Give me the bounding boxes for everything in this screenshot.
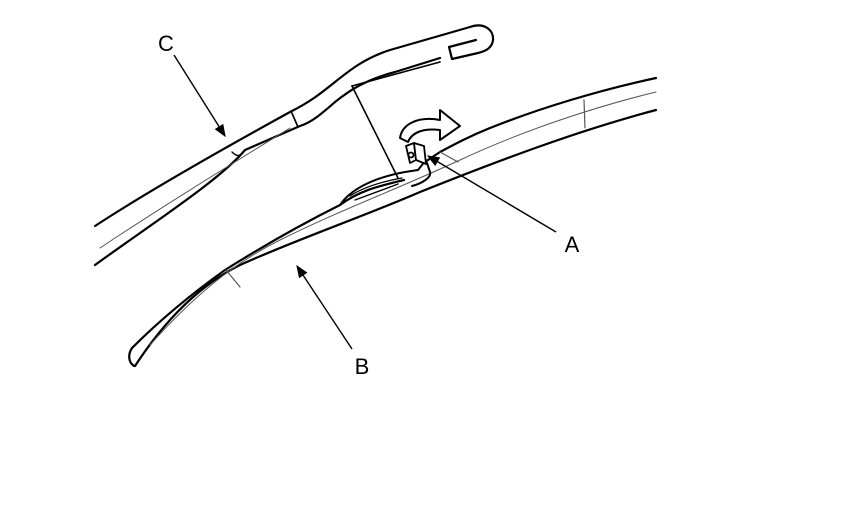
leader-line-c [173,54,226,138]
callout-label-a: A [565,232,580,257]
callout-label-c: C [158,31,174,56]
leader-line-b [296,264,353,350]
wiper-blade-seam-2 [583,99,586,129]
wiper-arm-lower-edge [93,56,442,267]
wiper-arm-inner-line [99,127,291,249]
wiper-blade-connector-slot [354,183,399,201]
wiper-blade-upper-body [128,178,406,368]
wiper-arm-rod-top [351,61,441,87]
wiper-arm-rod [351,85,399,179]
wiper-blade-seam-3 [439,151,459,163]
leader-lines [173,54,557,350]
wiper-blade [128,76,658,368]
leader-line-a [426,155,557,233]
callout-label-b: B [355,354,370,379]
lock-tab-pin [407,151,415,159]
lock-tab-front [413,142,427,165]
wiper-blade-bottom-edge [133,108,658,368]
wiper-arm-hook [447,38,495,61]
wiper-blade-connector-body [339,159,432,206]
wiper-arm-upper-edge [93,24,495,228]
wiper-blade-inner-line [149,91,657,346]
lock-tab [405,142,427,165]
wiper-blade-top-edge [426,76,658,162]
wiper-blade-seam-1 [225,269,241,288]
wiper-arm-sleeve-seam [290,110,299,128]
wiper-blade-connector-ridge [349,177,403,197]
wiper-arm-sleeve-seam-2 [231,149,246,157]
release-direction-arrow [399,109,461,143]
wiper-arm [93,24,495,267]
